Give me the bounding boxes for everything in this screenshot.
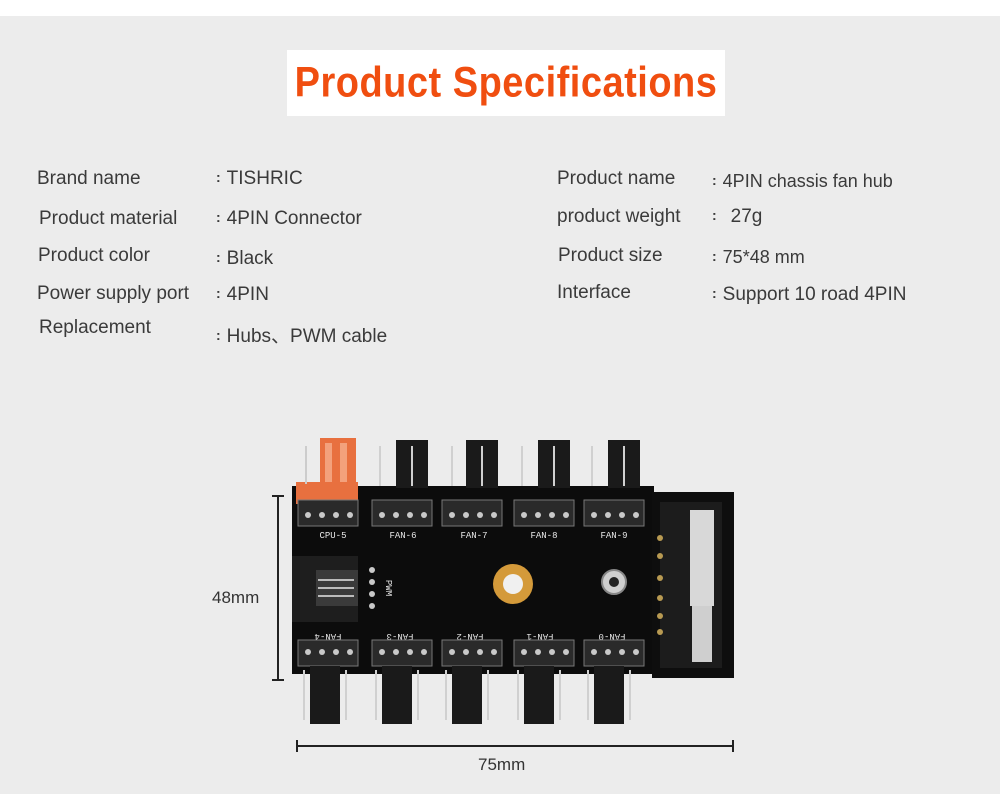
width-dimension-line <box>296 740 734 752</box>
spec-row-weight: product weight <box>557 206 681 228</box>
spec-row-size: Product size <box>558 245 663 267</box>
port-label-fan-2: FAN-2 <box>456 631 483 641</box>
spec-label: Product size <box>558 245 663 266</box>
page-title: Product Specifications <box>294 58 718 106</box>
spec-value-size: :75*48 mm <box>712 247 805 267</box>
spec-value: Hubs、PWM cable <box>226 326 388 347</box>
spec-label: Product material <box>39 208 178 229</box>
spec-value: 75*48 mm <box>722 247 805 267</box>
spec-value-weight: :27g <box>712 206 763 227</box>
port-label-fan-0: FAN-0 <box>598 631 625 641</box>
spec-value: 4PIN <box>226 284 269 305</box>
spec-label: Product name <box>557 168 676 189</box>
top-connectors <box>296 438 640 504</box>
port-label-fan-8: FAN-8 <box>530 531 557 541</box>
spec-label: Product color <box>38 245 150 266</box>
spec-label: product weight <box>557 206 681 227</box>
spec-value: TISHRIC <box>226 168 303 189</box>
port-label-fan-7: FAN-7 <box>460 531 487 541</box>
spec-row-interface: Interface <box>557 282 631 304</box>
spec-row-material: Product material <box>39 208 177 230</box>
spec-value-material: :4PIN Connector <box>216 208 362 229</box>
spec-value-color: :Black <box>216 248 274 269</box>
spec-label: Power supply port <box>37 283 190 304</box>
port-label-cpu-5: CPU-5 <box>319 531 346 541</box>
spec-row-power: Power supply port <box>37 283 189 305</box>
spec-row-brand: Brand name <box>37 168 141 190</box>
spec-label: Interface <box>557 282 631 303</box>
spec-value-name: :4PIN chassis fan hub <box>712 171 893 191</box>
spec-row-color: Product color <box>38 245 150 267</box>
height-dimension-line <box>272 495 284 681</box>
spec-label: Replacement <box>39 317 151 338</box>
spec-value-replacement: :Hubs、PWM cable <box>216 326 388 347</box>
spec-value: Black <box>226 248 274 269</box>
port-label-fan-3: FAN-3 <box>386 631 413 641</box>
port-label-fan-6: FAN-6 <box>389 531 416 541</box>
height-dimension-label: 48mm <box>212 588 260 607</box>
width-dimension-label: 75mm <box>478 755 526 774</box>
title-banner: Product Specifications <box>287 50 725 116</box>
bottom-connectors <box>303 666 631 724</box>
spec-row-replacement: Replacement <box>39 317 151 339</box>
spec-value: 27g <box>730 206 763 227</box>
spec-value: Support 10 road 4PIN <box>722 284 907 305</box>
spec-value: 4PIN chassis fan hub <box>722 171 893 191</box>
spec-row-name: Product name <box>557 168 675 190</box>
port-label-fan-4: FAN-4 <box>314 631 341 641</box>
spec-value-brand: :TISHRIC <box>216 168 303 189</box>
spec-label: Brand name <box>37 168 141 189</box>
spec-value: 4PIN Connector <box>226 208 362 229</box>
spec-value-interface: :Support 10 road 4PIN <box>712 284 907 305</box>
pwm-label: PWM <box>383 580 393 596</box>
port-label-fan-9: FAN-9 <box>600 531 627 541</box>
port-label-fan-1: FAN-1 <box>526 631 553 641</box>
spec-value-power: :4PIN <box>216 284 269 305</box>
